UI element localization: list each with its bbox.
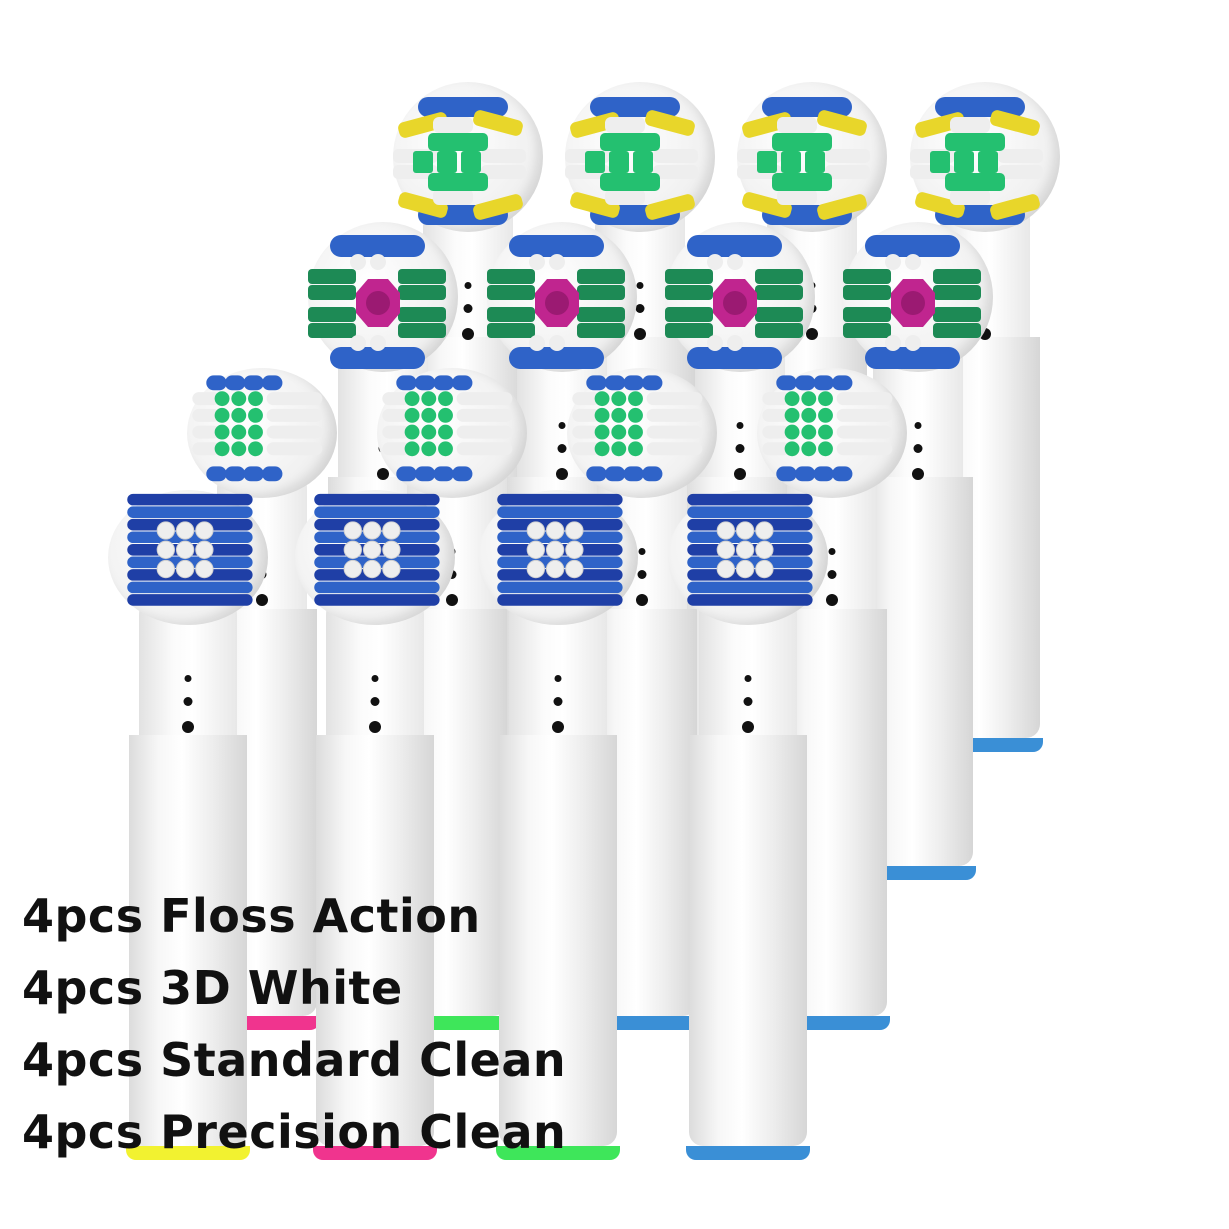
brush-head-cup (393, 82, 543, 232)
bristles-icon (843, 235, 981, 369)
brush-head-cup (108, 490, 268, 625)
brush-head-cup (910, 82, 1060, 232)
bristles-icon (910, 97, 1043, 225)
brush-head-cup (308, 222, 458, 372)
vent-hole-icon (377, 468, 389, 480)
brush-head-precision-clean-1 (108, 490, 268, 1160)
vent-hole-icon (828, 548, 836, 555)
bristles-icon (127, 493, 253, 606)
bristles-icon (665, 235, 803, 369)
vent-hole-icon (369, 721, 381, 733)
vent-hole-icon (556, 468, 568, 480)
vent-hole-icon (637, 570, 647, 579)
vent-hole-icon (464, 282, 472, 289)
bristles-icon (497, 493, 623, 606)
vent-hole-icon (183, 697, 193, 706)
vent-hole-icon (554, 675, 562, 682)
bristles-icon (565, 97, 698, 225)
vent-hole-icon (182, 721, 194, 733)
vent-hole-icon (635, 304, 645, 313)
vent-hole-icon (743, 697, 753, 706)
brush-body (129, 734, 247, 1146)
color-ring (860, 866, 976, 880)
brush-head-cup (487, 222, 637, 372)
vent-hole-icon (744, 675, 752, 682)
bristles-icon (487, 235, 625, 369)
vent-hole-icon (256, 594, 268, 606)
vent-hole-icon (446, 594, 458, 606)
bristles-icon (192, 375, 323, 482)
label-3d-white: 4pcs 3D White (22, 961, 403, 1015)
brush-head-cup (187, 368, 337, 498)
bristles-icon (687, 493, 813, 606)
brush-head-cup (377, 368, 527, 498)
brush-head-cup (668, 490, 828, 625)
brush-head-precision-clean-3 (478, 490, 638, 1160)
vent-hole-icon (552, 721, 564, 733)
bristles-icon (737, 97, 870, 225)
bristles-icon (314, 493, 440, 606)
vent-hole-icon (371, 675, 379, 682)
color-ring (686, 1146, 810, 1160)
bristles-icon (308, 235, 446, 369)
color-ring (496, 1146, 620, 1160)
brush-head-precision-clean-2 (295, 490, 455, 1160)
vent-hole-icon (638, 548, 646, 555)
brush-head-precision-clean-4 (668, 490, 828, 1160)
vent-hole-icon (553, 697, 563, 706)
bristles-icon (393, 97, 526, 225)
brush-head-cup (843, 222, 993, 372)
brush-head-cup (567, 368, 717, 498)
brush-body (689, 734, 807, 1146)
vent-hole-icon (184, 675, 192, 682)
label-standard-clean: 4pcs Standard Clean (22, 1033, 567, 1087)
brush-head-cup (295, 490, 455, 625)
vent-hole-icon (913, 444, 923, 453)
brush-head-cup (757, 368, 907, 498)
color-ring (313, 1146, 437, 1160)
product-labels: 4pcs Floss Action 4pcs 3D White 4pcs Sta… (22, 880, 566, 1168)
vent-hole-icon (806, 328, 818, 340)
label-floss-action: 4pcs Floss Action (22, 889, 481, 943)
vent-hole-icon (636, 282, 644, 289)
vent-hole-icon (462, 328, 474, 340)
vent-hole-icon (735, 444, 745, 453)
vent-hole-icon (742, 721, 754, 733)
vent-hole-icon (557, 444, 567, 453)
brush-head-cup (565, 82, 715, 232)
vent-hole-icon (914, 422, 922, 429)
vent-hole-icon (558, 422, 566, 429)
vent-hole-icon (463, 304, 473, 313)
brush-head-cup (737, 82, 887, 232)
vent-hole-icon (827, 570, 837, 579)
bristles-icon (382, 375, 513, 482)
label-precision-clean: 4pcs Precision Clean (22, 1105, 567, 1159)
vent-hole-icon (370, 697, 380, 706)
vent-hole-icon (634, 328, 646, 340)
brush-body (499, 734, 617, 1146)
vent-hole-icon (734, 468, 746, 480)
brush-head-cup (478, 490, 638, 625)
brush-head-cup (665, 222, 815, 372)
bristles-icon (762, 375, 893, 482)
color-ring (126, 1146, 250, 1160)
bristles-icon (572, 375, 703, 482)
vent-hole-icon (826, 594, 838, 606)
vent-hole-icon (912, 468, 924, 480)
vent-hole-icon (636, 594, 648, 606)
brush-body (316, 734, 434, 1146)
vent-hole-icon (736, 422, 744, 429)
